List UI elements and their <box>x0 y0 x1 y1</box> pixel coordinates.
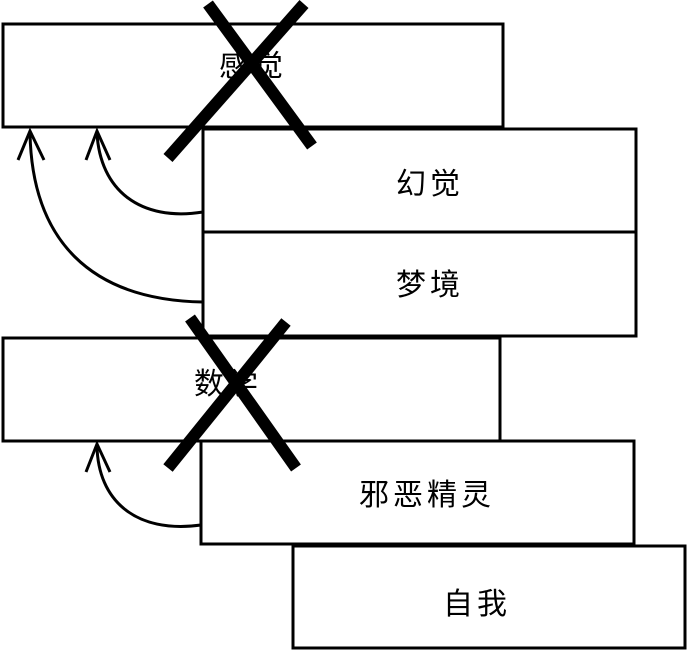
arrowhead-icon <box>84 127 112 161</box>
cross-mark-icon <box>163 0 317 162</box>
arrow-mengjing-to-ganjue <box>16 127 204 304</box>
arrowhead-icon <box>84 440 112 473</box>
box-ziwo: 自我 <box>291 544 687 650</box>
box-label-huanjue: 幻觉 <box>396 167 464 202</box>
arrow-xieejingling-to-shuxue <box>84 440 202 528</box>
box-label-ziwo: 自我 <box>443 587 511 622</box>
box-label-xieejingling: 邪恶精灵 <box>359 478 495 513</box>
box-xieejingling: 邪恶精灵 <box>199 439 636 546</box>
cross-mark-icon <box>163 314 301 472</box>
box-shuxue: 数学 <box>1 336 502 443</box>
box-huanjue: 幻觉 <box>201 127 638 234</box>
arrowhead-icon <box>16 127 46 161</box>
arrow-huanjue-to-ganjue <box>84 127 204 216</box>
box-mengjing: 梦境 <box>201 230 638 338</box>
box-label-mengjing: 梦境 <box>396 268 464 303</box>
